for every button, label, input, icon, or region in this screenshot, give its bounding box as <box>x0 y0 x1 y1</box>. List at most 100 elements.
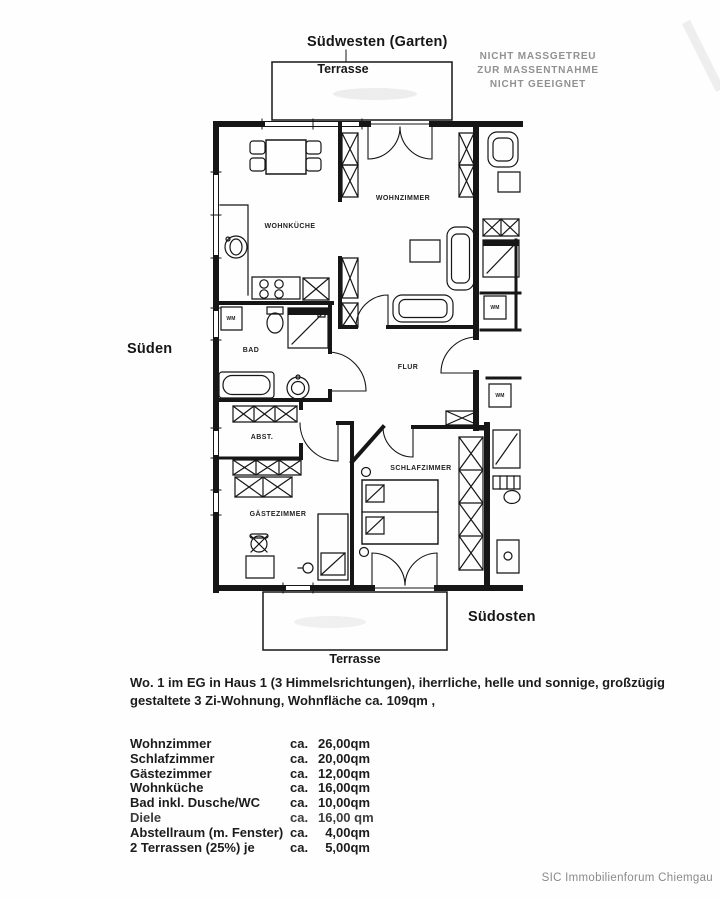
room-label-wohnzimmer: WOHNZIMMER <box>375 195 431 202</box>
room-label-abstellraum: ABST. <box>250 434 274 441</box>
approx-label: ca. <box>290 736 309 751</box>
terrace-top-outline <box>272 50 452 120</box>
table-row: Wohnzimmer ca. 26,00qm <box>130 736 371 752</box>
room-area-table: Wohnzimmer ca. 26,00qm Schlafzimmer ca. … <box>130 736 374 856</box>
room-area: 12,00qm <box>318 765 371 781</box>
single-bed <box>318 514 348 580</box>
room-label-schlafzimmer: SCHLAFZIMMER <box>390 465 452 472</box>
not-to-scale-stamp: NICHT MASSGETREU ZUR MASSENTNAHME NICHT … <box>462 50 614 92</box>
table-row: Abstellraum (m. Fenster) ca. 4,00qm <box>130 824 370 841</box>
guestroom-door <box>300 423 338 461</box>
room-name: Bad inkl. Dusche/WC <box>130 795 261 811</box>
room-area: 20,00qm <box>318 750 371 766</box>
coffee-table <box>410 240 440 262</box>
livingroom-furniture <box>393 227 474 322</box>
terrace-top-label: Terrasse <box>317 62 369 76</box>
terrace-bottom-label: Terrasse <box>329 652 381 666</box>
guestroom-furniture <box>246 514 348 580</box>
bedroom-door <box>383 427 413 457</box>
approx-label: ca. <box>290 780 309 796</box>
office-chair <box>251 536 267 552</box>
room-area: 16,00qm <box>318 780 371 796</box>
room-label-gaestezimmer: GÄSTEZIMMER <box>249 511 307 518</box>
room-name: 2 Terrassen (25%) je <box>130 839 255 855</box>
room-name: Gästezimmer <box>130 765 212 781</box>
washing-machine <box>221 307 242 330</box>
approx-label: ca. <box>290 795 309 811</box>
neighbor-armchair <box>488 132 518 167</box>
washing-machine-label: WM <box>490 305 500 311</box>
room-name: Diele <box>130 809 162 825</box>
room-area: 10,00qm <box>318 795 371 811</box>
chair <box>250 141 265 154</box>
room-label-flur: FLUR <box>397 364 419 371</box>
room-name: Wohnküche <box>130 780 204 796</box>
room-label-bad: BAD <box>242 347 260 354</box>
nightstand <box>362 468 371 477</box>
apartment-description: Wo. 1 im EG in Haus 1 (3 Himmelsrichtung… <box>130 674 665 710</box>
description-line-1: Wo. 1 im EG in Haus 1 (3 Himmelsrichtung… <box>130 675 665 690</box>
approx-label: ca. <box>290 750 309 766</box>
stool <box>303 563 313 573</box>
stamp-line: ZUR MASSENTNAHME <box>477 65 599 76</box>
description-line-2: gestaltete 3 Zi-Wohnung, Wohnfläche ca. … <box>130 693 436 708</box>
bathtub <box>219 372 274 398</box>
outer-walls <box>216 124 520 590</box>
washing-machine <box>489 384 511 407</box>
desk <box>246 556 274 578</box>
table-row: 2 Terrassen (25%) je ca. 5,00qm <box>130 839 370 856</box>
sofa <box>447 227 474 290</box>
approx-label: ca. <box>290 765 309 781</box>
chair <box>306 158 321 171</box>
neighbor-shower <box>493 430 520 468</box>
neighbor-unit-fragments <box>483 132 520 573</box>
washing-machine-label: WM <box>226 316 236 322</box>
scan-artifacts <box>294 26 718 628</box>
table-row: Wohnküche ca. 16,00qm <box>130 781 370 796</box>
room-area: 26,00qm <box>318 736 371 751</box>
table-row: Schlafzimmer ca. 20,00qm <box>130 750 371 767</box>
bath-door <box>330 352 366 391</box>
sofa <box>393 295 453 322</box>
floor-plan-drawing <box>0 0 720 670</box>
room-name: Schlafzimmer <box>130 750 215 766</box>
room-area: 5,00qm <box>325 839 370 855</box>
table-row: Diele ca. 16,00 qm <box>130 809 374 826</box>
approx-label: ca. <box>290 824 309 840</box>
table-row: Bad inkl. Dusche/WC ca. 10,00qm <box>130 795 371 811</box>
approx-label: ca. <box>290 809 309 825</box>
doors <box>300 127 476 585</box>
stove <box>252 277 300 299</box>
room-name: Abstellraum (m. Fenster) <box>130 824 284 840</box>
bathroom-sink <box>287 377 309 399</box>
interior-walls <box>216 124 520 588</box>
orientation-label-southwest: Südwesten (Garten) <box>307 34 448 50</box>
nightstand <box>360 548 369 557</box>
table-row: Gästezimmer ca. 12,00qm <box>130 765 371 782</box>
room-name: Wohnzimmer <box>130 736 212 751</box>
chair <box>250 158 265 171</box>
stamp-line: NICHT MASSGETREU <box>479 51 597 62</box>
kitchen-counter <box>220 205 248 295</box>
stamp-line: NICHT GEEIGNET <box>489 79 587 90</box>
terrace-door-right-leaf <box>400 127 432 159</box>
room-area: 4,00qm <box>325 824 370 840</box>
wardrobe-cabinets <box>233 133 519 570</box>
room-area: 16,00 qm <box>318 809 374 825</box>
orientation-label-southeast: Südosten <box>468 609 536 625</box>
washing-machine-label: WM <box>495 393 505 399</box>
toilet <box>267 307 283 314</box>
kitchen-furniture <box>220 140 321 299</box>
entrance-door <box>441 337 476 373</box>
livingroom-door <box>356 295 388 327</box>
bathroom-fixtures <box>219 307 328 399</box>
bedroom-terrace-door-right <box>405 553 437 585</box>
bedroom-terrace-door-left <box>372 553 405 585</box>
room-label-wohnkueche: WOHNKÜCHE <box>264 223 316 230</box>
approx-label: ca. <box>290 839 309 855</box>
dining-table <box>266 140 306 174</box>
orientation-label-south: Süden <box>127 341 173 357</box>
terrace-bottom-outline <box>263 592 447 650</box>
washing-machine <box>484 296 506 319</box>
